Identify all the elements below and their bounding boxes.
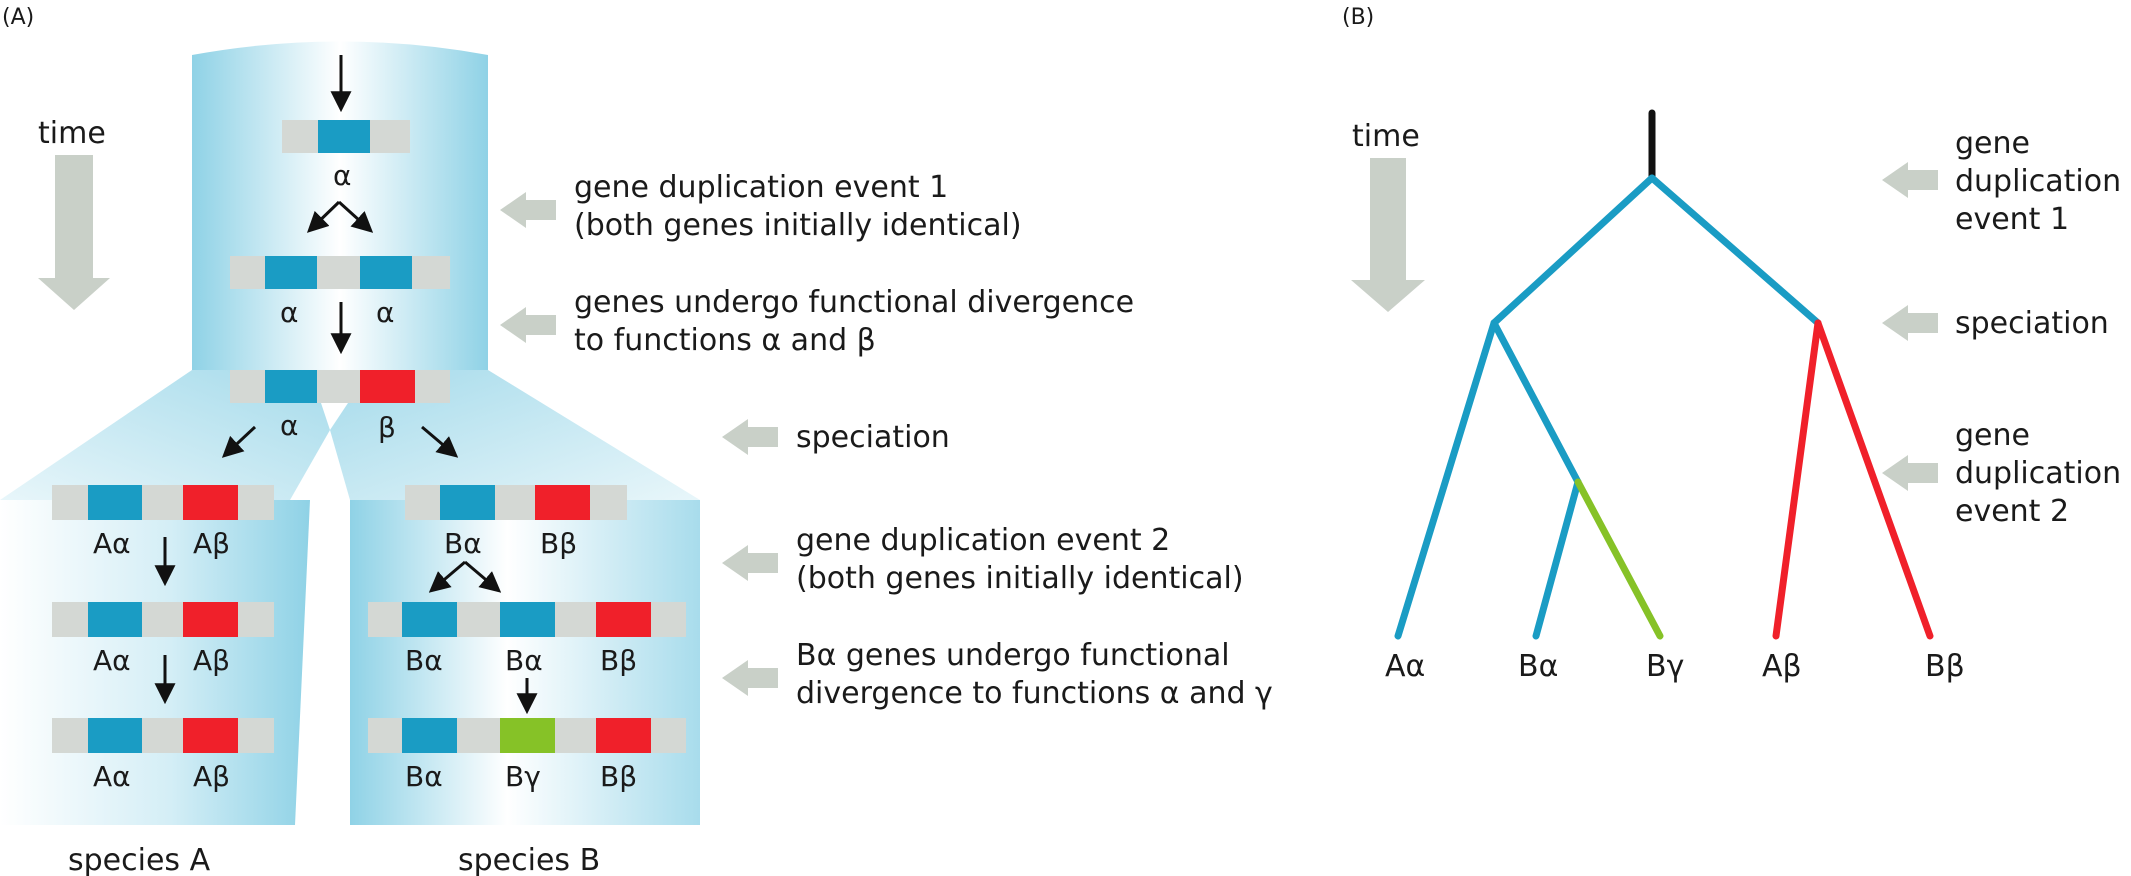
gene-label: Bγ <box>505 760 541 793</box>
gene-label: Aα <box>93 644 131 677</box>
tree-branch-a-beta <box>1772 319 1822 640</box>
gene-label: Aα <box>93 760 131 793</box>
event-dup2-line1: gene duplication event 2 <box>796 523 1170 558</box>
gene-label: Aβ <box>193 527 230 560</box>
event-b-dup2-line3: event 2 <box>1955 494 2069 529</box>
panel-a-label: (A) <box>2 5 34 30</box>
gene-row-1: α α <box>230 256 450 329</box>
species-b-row-1: Bα Bβ <box>405 485 627 560</box>
time-label-b: time <box>1352 119 1420 154</box>
event-arrow-icon <box>500 192 556 228</box>
event-div2-line1: Bα genes undergo functional <box>796 638 1230 673</box>
species-a-row-1: Aα Aβ <box>52 485 274 560</box>
event-div1-line1: genes undergo functional divergence <box>574 285 1134 320</box>
gene-label: Bα <box>405 644 443 677</box>
event-arrow-icon <box>500 307 556 343</box>
gene-label: α <box>280 409 298 442</box>
event-arrow-icon <box>1882 305 1938 341</box>
gene-label: Bβ <box>540 527 577 560</box>
gene-label: α <box>376 296 394 329</box>
duplication-split-icon <box>306 200 374 233</box>
event-b-speciation: speciation <box>1955 306 2109 341</box>
leaf-b-gamma: Bγ <box>1646 649 1684 684</box>
event-annotations-b: gene duplication event 1 speciation gene… <box>1882 126 2121 529</box>
gene-label: β <box>378 411 396 444</box>
gene-label: α <box>280 296 298 329</box>
event-arrow-icon <box>722 660 778 696</box>
phylogenetic-tree <box>1394 109 1934 640</box>
event-dup2-line2: (both genes initially identical) <box>796 561 1244 596</box>
gene-label: Aβ <box>193 644 230 677</box>
species-a-row-2: Aα Aβ <box>52 602 274 677</box>
species-a-column <box>0 500 310 825</box>
event-arrow-icon <box>722 419 778 455</box>
leaf-a-beta: Aβ <box>1762 649 1802 684</box>
event-div2-line2: divergence to functions α and γ <box>796 676 1273 711</box>
event-annotations-a: gene duplication event 1 (both genes ini… <box>500 170 1273 711</box>
gene-label: Bβ <box>600 644 637 677</box>
event-dup1-line2: (both genes initially identical) <box>574 208 1022 243</box>
species-a-label: species A <box>68 843 211 876</box>
event-arrow-icon <box>1882 455 1938 491</box>
tree-branch-b-alpha-stem <box>1490 319 1582 486</box>
tree-branch-b-gamma <box>1574 478 1664 640</box>
event-speciation: speciation <box>796 420 950 455</box>
gene-label: Bα <box>505 644 543 677</box>
gene-row-2: α β <box>230 370 450 444</box>
gene-row-0: α <box>282 120 410 192</box>
gene-label: Bα <box>444 527 482 560</box>
event-b-dup2-line1: gene <box>1955 418 2030 453</box>
gene-label: Bβ <box>600 760 637 793</box>
tree-branch-beta-stem <box>1648 174 1822 327</box>
tree-branch-b-alpha <box>1532 478 1582 640</box>
event-b-dup1-line2: duplication <box>1955 164 2121 199</box>
panel-b: (B) time Aα Bα Bγ Aβ Bβ gene duplication… <box>1342 5 2121 684</box>
time-arrow-a-icon <box>38 155 110 310</box>
species-b-row-2: Bα Bα Bβ <box>368 602 686 677</box>
species-b-label: species B <box>458 843 600 876</box>
event-div1-line2: to functions α and β <box>574 323 876 358</box>
gene-label: Aα <box>93 527 131 560</box>
tree-branch-alpha <box>1490 174 1656 327</box>
arrow-to-species-b-icon <box>421 425 459 458</box>
tree-branch-a-alpha <box>1394 319 1498 640</box>
event-b-dup2-line2: duplication <box>1955 456 2121 491</box>
event-arrow-icon <box>1882 162 1938 198</box>
event-b-dup1-line1: gene <box>1955 126 2030 161</box>
event-dup1-line1: gene duplication event 1 <box>574 170 948 205</box>
arrow-to-species-a-icon <box>221 425 257 458</box>
gene-label: Aβ <box>193 760 230 793</box>
species-b-row-3: Bα Bγ Bβ <box>368 718 686 793</box>
species-a-row-3: Aα Aβ <box>52 718 274 793</box>
gene-label: α <box>333 159 351 192</box>
duplication-split-icon <box>428 560 502 593</box>
tree-branch-b-beta <box>1814 319 1934 640</box>
event-arrow-icon <box>722 545 778 581</box>
time-label-a: time <box>38 116 106 151</box>
time-arrow-b-icon <box>1351 158 1425 312</box>
panel-b-label: (B) <box>1342 5 1374 30</box>
leaf-a-alpha: Aα <box>1385 649 1425 684</box>
panel-a: (A) time α <box>0 5 1273 876</box>
gene-label: Bα <box>405 760 443 793</box>
leaf-b-alpha: Bα <box>1518 649 1558 684</box>
event-b-dup1-line3: event 1 <box>1955 202 2069 237</box>
leaf-b-beta: Bβ <box>1925 649 1965 684</box>
